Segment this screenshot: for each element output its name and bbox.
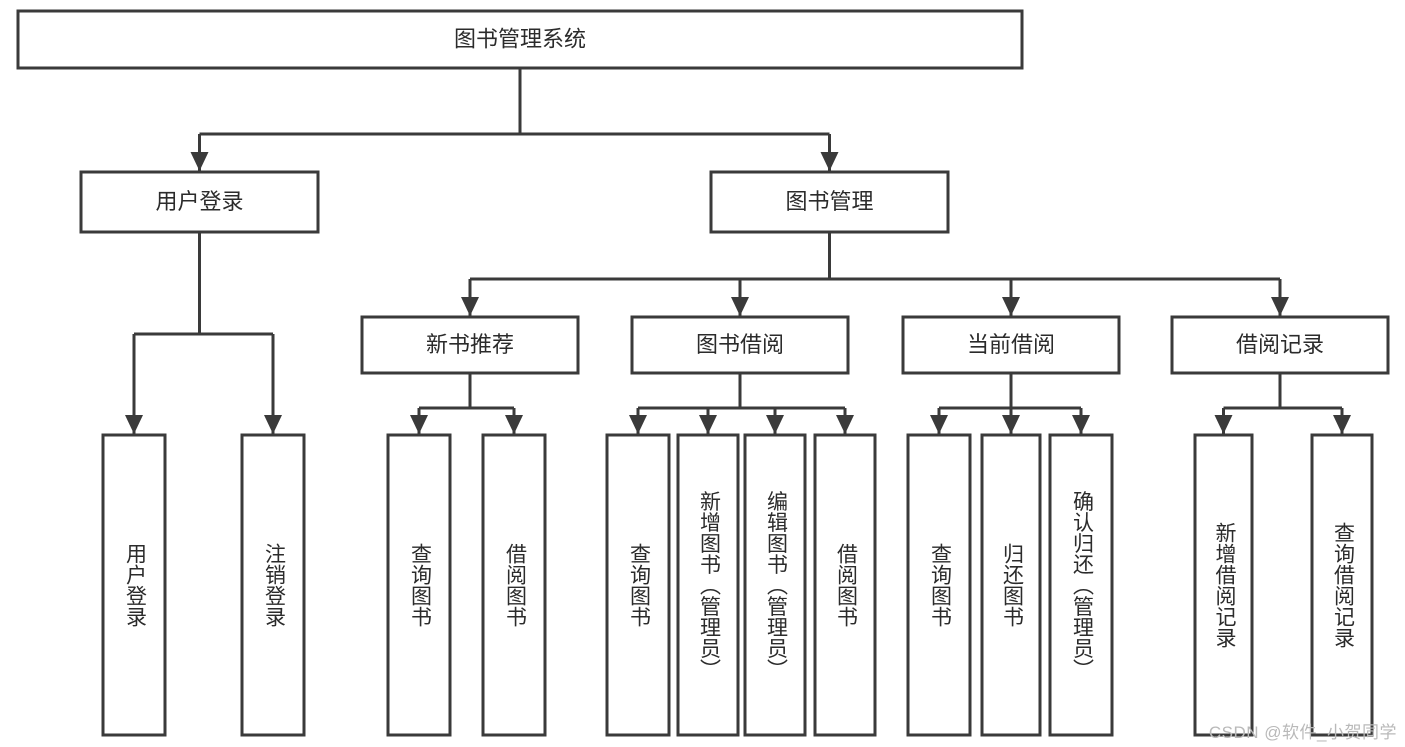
node-leaf-return-book[interactable]: 归还图书 [980,433,1042,737]
node-leaf-add-book[interactable]: 新增图书（管理员） [676,433,740,737]
node-label: 新书推荐 [426,332,514,357]
node-leaf-confirm-return[interactable]: 确认归还（管理员） [1048,433,1114,737]
node-label: 用户登录 [155,189,243,214]
node-label: 借阅记录 [1236,332,1324,357]
node-label: 查询借阅记录 [1331,522,1355,648]
node-leaf-user-login[interactable]: 用户登录 [101,433,167,737]
node-leaf-query-book-3[interactable]: 查询图书 [906,433,972,737]
node-label: 注销登录 [262,543,286,627]
nodes-layer: 图书管理系统用户登录图书管理新书推荐图书借阅当前借阅借阅记录用户登录注销登录查询… [16,9,1390,737]
node-label: 图书管理系统 [454,26,586,51]
node-leaf-borrow-book-1[interactable]: 借阅图书 [481,433,547,737]
node-label: 用户登录 [123,543,147,627]
node-root[interactable]: 图书管理系统 [16,9,1024,70]
node-label: 图书管理 [785,189,873,214]
node-leaf-query-book-1[interactable]: 查询图书 [386,433,452,737]
node-leaf-add-borrow-record[interactable]: 新增借阅记录 [1193,433,1254,737]
node-new-book-recommend[interactable]: 新书推荐 [360,315,580,375]
node-label: 编辑图书（管理员） [764,491,788,680]
node-leaf-edit-book[interactable]: 编辑图书（管理员） [743,433,807,737]
node-leaf-query-borrow-record[interactable]: 查询借阅记录 [1310,433,1374,737]
node-label: 确认归还（管理员） [1070,491,1094,680]
edges-layer [125,68,1351,434]
node-label: 查询图书 [928,543,952,627]
node-user-login[interactable]: 用户登录 [79,170,320,234]
node-leaf-borrow-book-2[interactable]: 借阅图书 [813,433,877,737]
node-current-borrow[interactable]: 当前借阅 [901,315,1121,375]
node-borrow-record[interactable]: 借阅记录 [1170,315,1390,375]
node-label: 新增图书（管理员） [697,491,721,680]
node-leaf-query-book-2[interactable]: 查询图书 [605,433,671,737]
node-book-manage[interactable]: 图书管理 [709,170,950,234]
node-label: 借阅图书 [503,543,527,627]
node-label: 借阅图书 [834,543,858,627]
node-label: 归还图书 [1000,543,1024,627]
node-label: 查询图书 [627,543,651,627]
node-book-borrow[interactable]: 图书借阅 [630,315,850,375]
node-leaf-logout-login[interactable]: 注销登录 [240,433,306,737]
node-label: 查询图书 [408,543,432,627]
node-label: 图书借阅 [696,332,784,357]
node-label: 当前借阅 [967,332,1055,357]
node-label: 新增借阅记录 [1213,522,1237,648]
